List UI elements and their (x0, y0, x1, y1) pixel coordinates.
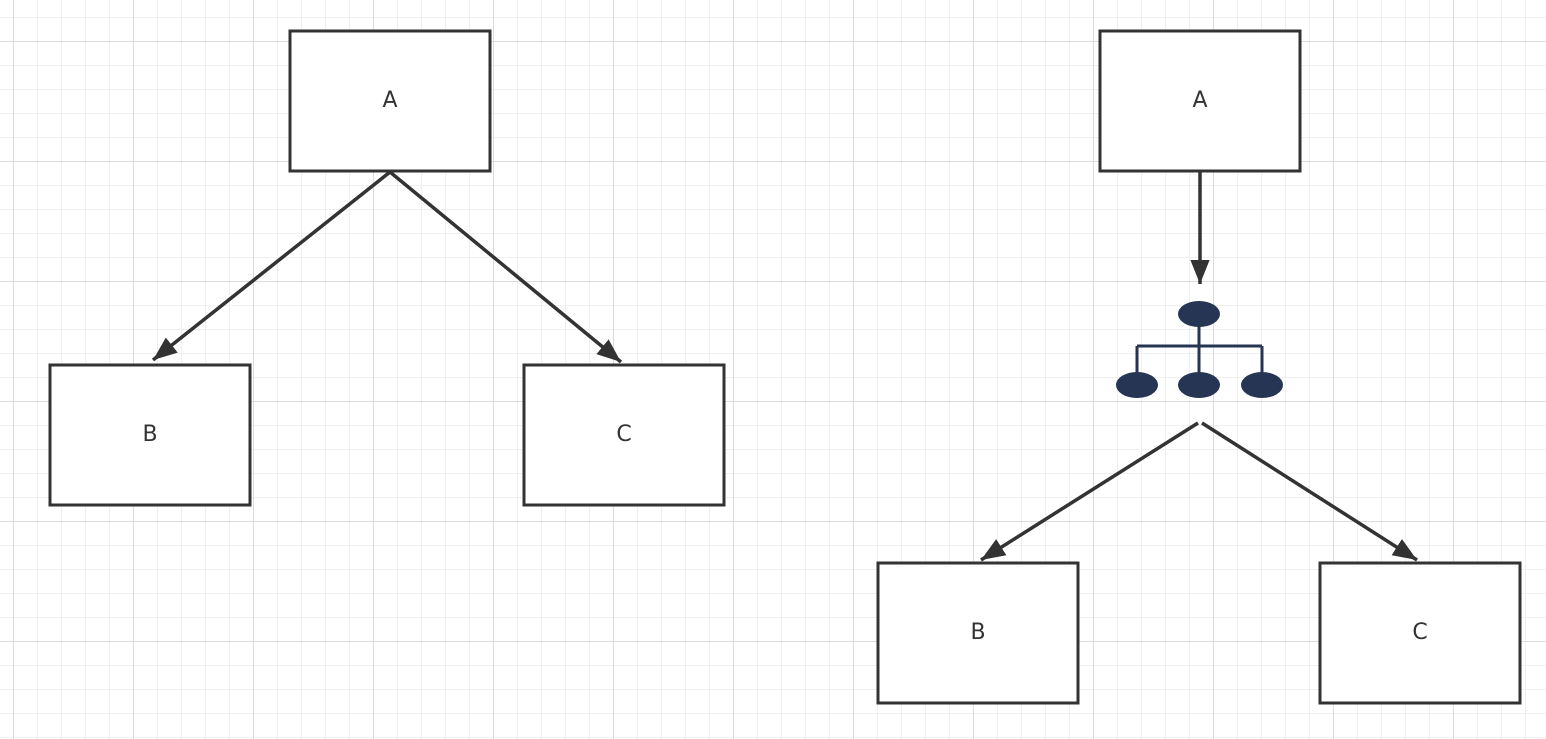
node-right-b-label: B (970, 620, 985, 645)
node-left-c-label: C (616, 422, 631, 447)
node-left-a-box[interactable] (288, 29, 492, 173)
node-right-b[interactable]: B (876, 561, 1080, 705)
node-left-b-label: B (142, 422, 157, 447)
node-right-c-box[interactable] (1318, 561, 1522, 705)
hierarchy-icon (1116, 301, 1283, 398)
node-left-a-label: A (382, 88, 397, 113)
node-right-a-box[interactable] (1098, 29, 1302, 173)
right-diagram: A B C (876, 29, 1522, 705)
node-right-a-label: A (1192, 88, 1207, 113)
node-right-c-label: C (1412, 620, 1427, 645)
node-right-b-box[interactable] (876, 561, 1080, 705)
node-left-a[interactable]: A (288, 29, 492, 173)
node-left-b[interactable]: B (48, 363, 252, 507)
node-right-a[interactable]: A (1098, 29, 1302, 173)
edge-left-a-to-b[interactable] (151, 170, 392, 362)
node-left-c[interactable]: C (522, 363, 726, 507)
node-left-c-box[interactable] (522, 363, 726, 507)
left-diagram: A B C (48, 29, 726, 507)
edge-right-hierarchy-to-c[interactable] (1201, 421, 1418, 562)
edge-left-a-to-c[interactable] (388, 170, 623, 364)
node-left-b-box[interactable] (48, 363, 252, 507)
node-right-c[interactable]: C (1318, 561, 1522, 705)
edge-right-hierarchy-to-b[interactable] (980, 421, 1199, 562)
